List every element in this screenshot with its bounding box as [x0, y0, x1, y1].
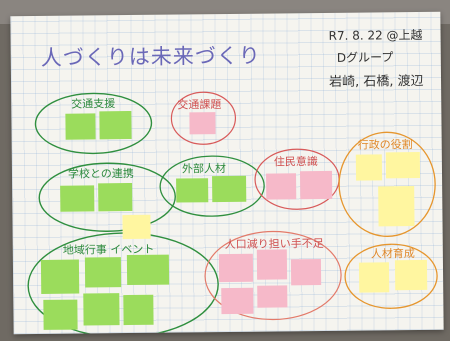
label-school-link: 学校との連携 [67, 166, 134, 181]
admin-role-circle [338, 131, 436, 237]
sticky-note [99, 110, 132, 140]
label-admin-role: 行政の役割 [357, 138, 413, 152]
label-resident-awareness: 住民意識 [273, 155, 318, 169]
sticky-note [358, 262, 390, 293]
transport-issues-circle [170, 91, 237, 145]
sticky-note [355, 154, 383, 181]
label-transport-support: 交通支援 [71, 97, 116, 111]
sticky-note [40, 259, 80, 294]
sticky-note [266, 173, 297, 200]
label-talent-development: 人材育成 [370, 247, 415, 261]
sticky-note [65, 113, 96, 140]
sticky-note [83, 293, 120, 326]
external-talent-circle [159, 155, 265, 217]
sticky-note [60, 185, 95, 212]
sticky-note [394, 259, 428, 291]
sticky-note [84, 257, 122, 288]
sticky-note [122, 214, 151, 240]
sticky-note [189, 112, 216, 135]
sticky-note [43, 299, 78, 330]
sticky-note [256, 249, 288, 280]
sticky-note [221, 287, 254, 315]
label-transport-issues: 交通課題 [177, 98, 222, 112]
label-external-talent: 外部人材 [181, 162, 227, 176]
sticky-note [218, 253, 254, 283]
poster-paper: 人づくりは未来づくり R7. 8. 22 @上越 Dグループ 岩崎, 石橋, 渡… [10, 11, 444, 335]
sticky-note [290, 259, 322, 286]
sticky-note [126, 254, 170, 286]
sticky-note [212, 175, 247, 203]
population-decline-circle [204, 230, 342, 321]
sticky-note [385, 151, 421, 179]
sticky-note [299, 170, 333, 200]
sticky-note [257, 285, 288, 308]
school-link-circle [38, 162, 176, 232]
sticky-note [123, 294, 154, 326]
sticky-note [378, 186, 415, 227]
sticky-note [176, 178, 209, 203]
talent-development-circle [344, 243, 438, 309]
transport-support-circle [34, 92, 153, 155]
sticky-note [98, 182, 133, 212]
